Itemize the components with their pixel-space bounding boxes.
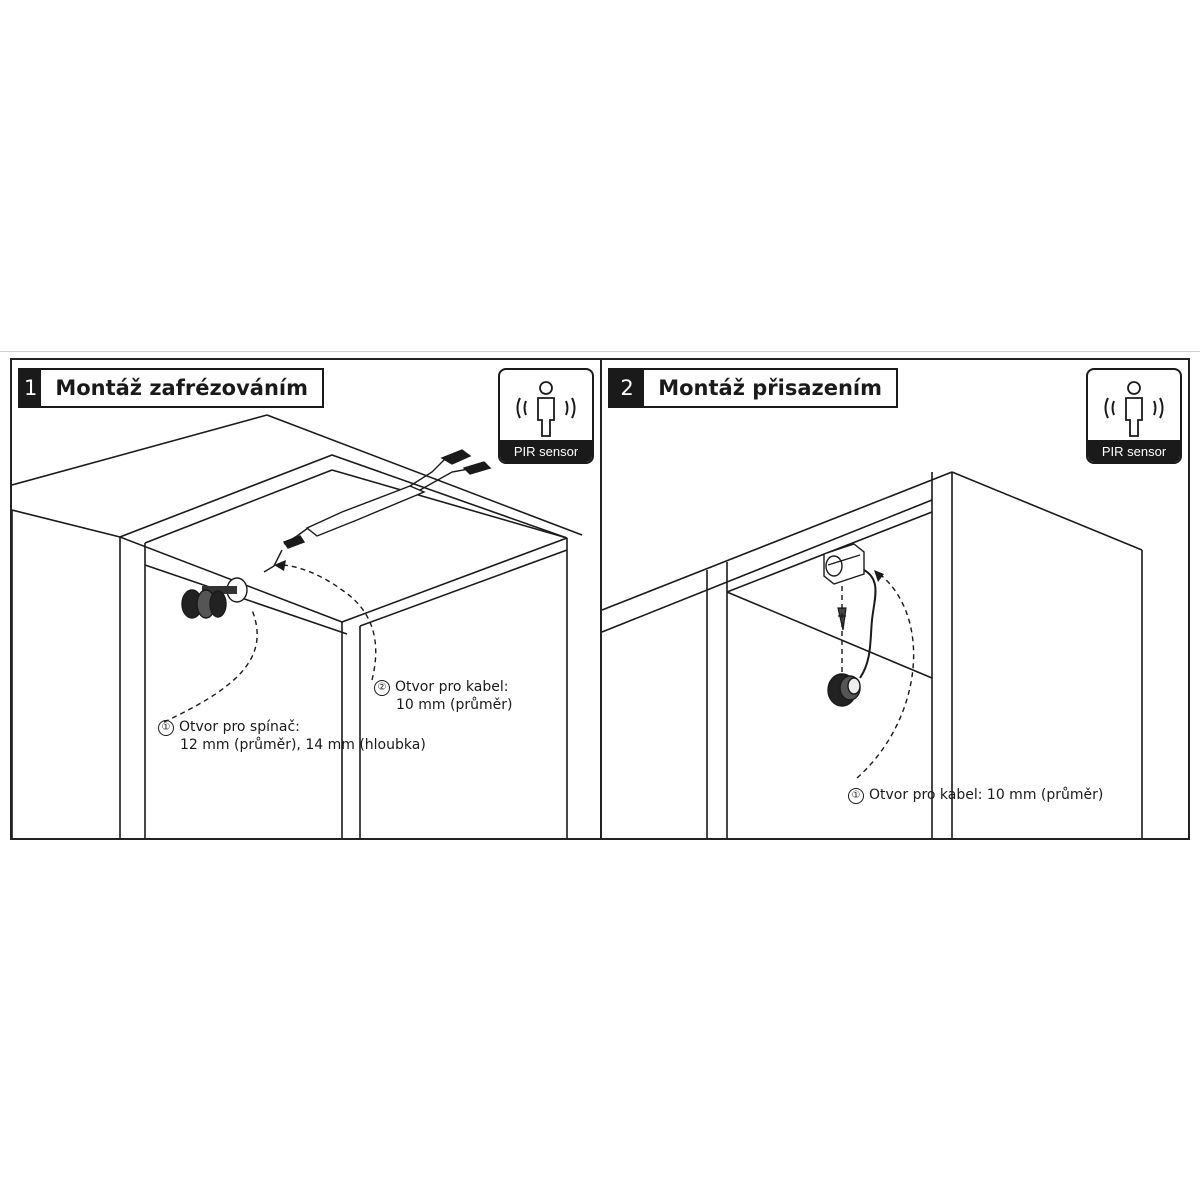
note-switch-hole: ① Otvor pro spínač: 12 mm (průměr), 14 mm… (158, 718, 426, 754)
cabinet-front-top-edge (144, 564, 348, 635)
step-header: 2 Montáž přisazením (608, 368, 898, 408)
arrow-switch-hole (163, 609, 258, 723)
mounting-bracket (823, 543, 865, 585)
panel-divider (600, 358, 602, 840)
person-motion-icon (1104, 381, 1164, 437)
step-number: 2 (610, 370, 645, 406)
cabinet-illustration-surface (602, 471, 1143, 838)
pir-switch-surface (827, 673, 861, 707)
pir-switch-recessed (181, 577, 248, 619)
cabinet-back-top-edge (602, 471, 953, 611)
cabinet-top-inner-right (331, 469, 568, 539)
note-line1: Otvor pro kabel: 10 mm (průměr) (869, 787, 1104, 803)
cabinet-top-far-edge (266, 414, 583, 536)
cabinet-top-front-edge (12, 509, 121, 538)
panel-surface-mounting: 2 Montáž přisazením PIR sensor ① Otvor pr… (602, 360, 1188, 838)
note-number: ① (848, 788, 864, 804)
note-line1: Otvor pro spínač: (179, 719, 300, 735)
arrow-cable-hole (279, 564, 377, 681)
note-number: ② (374, 680, 390, 696)
note-line2: 10 mm (průměr) (396, 697, 513, 713)
cabinet-top-right (951, 471, 1143, 551)
cabinet-illustration-recessed (12, 414, 583, 838)
panel-recessed-mounting: 1 Montáž zafrézováním PIR sensor ② Otvor … (12, 360, 600, 838)
note-cable-hole: ② Otvor pro kabel: 10 mm (průměr) (374, 678, 512, 714)
step-title: Montáž zafrézováním (55, 376, 308, 400)
pir-sensor-badge: PIR sensor (498, 368, 594, 464)
arrow-cable-head (274, 560, 286, 571)
led-driver (263, 449, 492, 573)
person-motion-icon (516, 381, 576, 437)
cabinet-top-back-edge (12, 414, 268, 486)
note-cable-hole: ① Otvor pro kabel: 10 mm (průměr) (848, 786, 1103, 804)
sensor-cable (859, 569, 877, 679)
top-rule (0, 351, 1200, 352)
arrow-cable-head (874, 570, 884, 582)
cabinet-divider-top (119, 454, 568, 539)
pir-sensor-badge: PIR sensor (1086, 368, 1182, 464)
cabinet-back-top-edge-2 (602, 499, 933, 633)
note-line2: 12 mm (průměr), 14 mm (hloubka) (180, 737, 426, 753)
cabinet-shelf-front (726, 591, 933, 679)
note-line1: Otvor pro kabel: (395, 679, 509, 695)
note-number: ① (158, 720, 174, 736)
step-header: 1 Montáž zafrézováním (18, 368, 324, 408)
cabinet-side-front-corner (341, 537, 568, 623)
step-title: Montáž přisazením (658, 376, 882, 400)
arrow-cable-hole (856, 575, 915, 779)
cabinet-top-inner-left (144, 469, 333, 544)
pir-sensor-label: PIR sensor (1088, 440, 1180, 462)
cabinet-front-inner-top (359, 549, 568, 627)
pir-sensor-label: PIR sensor (500, 440, 592, 462)
step-number: 1 (20, 370, 42, 406)
